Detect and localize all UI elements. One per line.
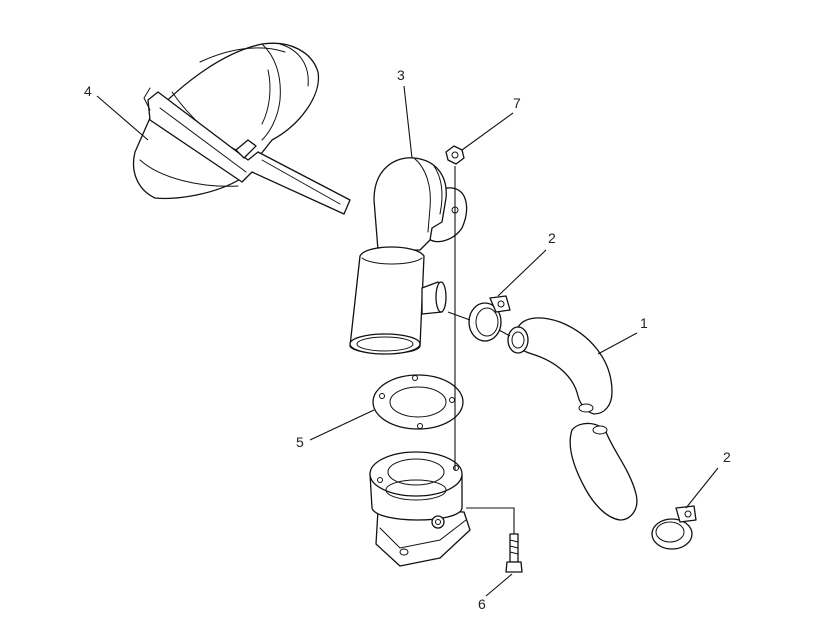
callout-1: 1 (640, 315, 648, 331)
callout-leaders (96, 85, 719, 597)
part-5-gasket[interactable] (372, 374, 464, 430)
part-7-nut[interactable] (445, 145, 465, 165)
callout-5: 5 (296, 434, 304, 450)
part-3-elbow-pipe[interactable] (349, 157, 468, 355)
part-4-cap[interactable] (132, 42, 351, 215)
assembly-lines (447, 166, 515, 534)
part-2-clamp-lower[interactable] (651, 505, 697, 550)
part-1-hose[interactable] (507, 317, 638, 521)
mounting-base[interactable] (369, 451, 471, 567)
callout-4: 4 (84, 83, 92, 99)
part-2-clamp-upper[interactable] (468, 295, 511, 342)
callout-2-upper: 2 (548, 230, 556, 246)
callout-7: 7 (513, 95, 521, 111)
part-6-bolt[interactable] (505, 533, 523, 573)
callout-labels: 1 2 2 3 4 5 6 7 (84, 67, 731, 612)
callout-3: 3 (397, 67, 405, 83)
callout-6: 6 (478, 596, 486, 612)
callout-2-lower: 2 (723, 449, 731, 465)
